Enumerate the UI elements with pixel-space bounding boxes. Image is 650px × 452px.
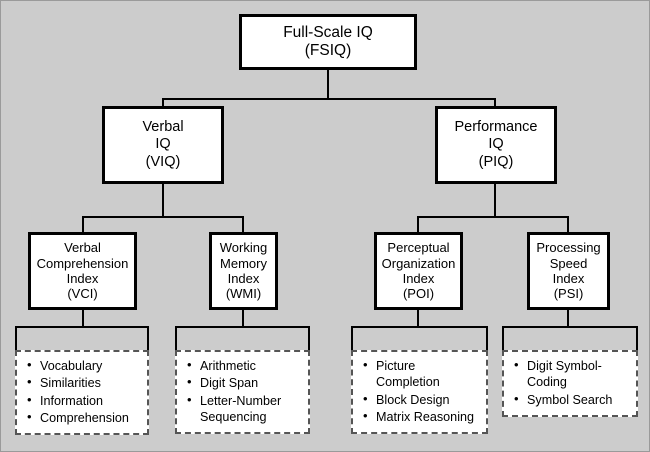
- connector-drop-piq: [494, 98, 496, 107]
- connector-tier2-bus: [162, 98, 496, 100]
- node-vci-line3: Index: [66, 271, 99, 286]
- connector-viq-stem: [162, 184, 164, 217]
- connector-drop-wmi: [242, 216, 244, 233]
- node-processing-speed-index: Processing Speed Index (PSI): [527, 232, 610, 310]
- node-perceptual-organization-index: Perceptual Organization Index (POI): [374, 232, 463, 310]
- connector-drop-vci: [82, 216, 84, 233]
- node-poi-line2: Organization: [381, 255, 456, 271]
- connector-drop-poi: [417, 216, 419, 233]
- connector-psi-stem: [567, 310, 569, 327]
- connector-viq-bus: [82, 216, 244, 218]
- node-performance-iq-line2: IQ: [488, 136, 504, 153]
- node-wmi-line4: (WMI): [225, 286, 262, 302]
- subtest-item: Information: [27, 392, 143, 409]
- subtest-list-psi: Digit Symbol-CodingSymbol Search: [510, 357, 632, 408]
- connector-drop-psi: [567, 216, 569, 233]
- node-full-scale-iq: Full-Scale IQ (FSIQ): [239, 14, 417, 70]
- node-vci-line4: (VCI): [67, 286, 98, 302]
- connector-wmi-stem: [242, 310, 244, 327]
- subtest-item: Digit Symbol-Coding: [514, 357, 632, 391]
- node-working-memory-index: Working Memory Index (WMI): [209, 232, 278, 310]
- bracket-psi-subtests: [502, 326, 638, 362]
- subtest-box-wmi: ArithmeticDigit SpanLetter-Number Sequen…: [175, 350, 310, 435]
- subtest-item: Symbol Search: [514, 391, 632, 408]
- node-wmi-line1: Working: [219, 240, 268, 256]
- node-wmi-line2: Memory: [220, 255, 267, 271]
- node-performance-iq-line3: (PIQ): [478, 153, 514, 170]
- node-vci-line2: Comprehension: [36, 255, 129, 271]
- node-full-scale-iq-line2: (FSIQ): [304, 42, 352, 59]
- bracket-wmi-subtests: [175, 326, 310, 362]
- bracket-vci-subtests: [15, 326, 149, 362]
- subtest-item: Digit Span: [187, 374, 304, 391]
- subtest-box-vci: VocabularySimilaritiesInformationCompreh…: [15, 350, 149, 436]
- connector-piq-stem: [494, 184, 496, 217]
- bracket-poi-subtests: [351, 326, 488, 362]
- connector-root-stem: [327, 70, 329, 99]
- subtest-item: Arithmetic: [187, 357, 304, 374]
- node-psi-line2: Speed: [549, 255, 588, 271]
- subtest-item: Vocabulary: [27, 357, 143, 374]
- node-poi-line3: Index: [402, 271, 435, 286]
- subtest-list-wmi: ArithmeticDigit SpanLetter-Number Sequen…: [183, 357, 304, 426]
- connector-vci-stem: [82, 310, 84, 327]
- connector-drop-viq: [162, 98, 164, 107]
- subtest-box-psi: Digit Symbol-CodingSymbol Search: [502, 350, 638, 418]
- subtest-box-poi: Picture CompletionBlock DesignMatrix Rea…: [351, 350, 488, 435]
- node-verbal-iq-line3: (VIQ): [145, 153, 181, 170]
- node-psi-line4: (PSI): [553, 286, 584, 302]
- subtest-item: Block Design: [363, 391, 482, 408]
- node-psi-line3: Index: [552, 271, 585, 286]
- node-verbal-iq: Verbal IQ (VIQ): [102, 106, 224, 184]
- node-performance-iq-line1: Performance: [454, 119, 538, 136]
- node-verbal-iq-line2: IQ: [155, 136, 171, 153]
- subtest-item: Similarities: [27, 374, 143, 391]
- subtest-item: Matrix Reasoning: [363, 408, 482, 425]
- subtest-item: Comprehension: [27, 409, 143, 426]
- subtest-item: Picture Completion: [363, 357, 482, 391]
- node-full-scale-iq-line1: Full-Scale IQ: [283, 23, 373, 41]
- connector-poi-stem: [417, 310, 419, 327]
- node-performance-iq: Performance IQ (PIQ): [435, 106, 557, 184]
- node-psi-line1: Processing: [536, 240, 601, 256]
- node-poi-line1: Perceptual: [387, 240, 450, 256]
- node-wmi-line3: Index: [227, 271, 260, 286]
- node-poi-line4: (POI): [402, 286, 435, 302]
- node-verbal-iq-line1: Verbal: [142, 119, 184, 136]
- connector-piq-bus: [417, 216, 569, 218]
- node-verbal-comprehension-index: Verbal Comprehension Index (VCI): [28, 232, 137, 310]
- subtest-item: Letter-Number Sequencing: [187, 392, 304, 426]
- node-vci-line1: Verbal: [64, 240, 101, 256]
- subtest-list-vci: VocabularySimilaritiesInformationCompreh…: [23, 357, 143, 426]
- subtest-list-poi: Picture CompletionBlock DesignMatrix Rea…: [359, 357, 482, 425]
